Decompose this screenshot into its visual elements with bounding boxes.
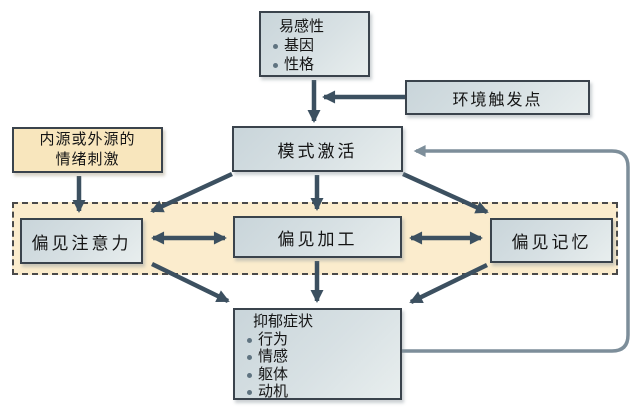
schema-activation-label: 模式激活 [277,141,358,161]
depression-symptoms-title: 抑郁症状 [253,314,314,330]
bullet-icon [247,372,252,378]
list-item: 性格 [271,56,360,75]
emotional-stimulus-line2: 情绪刺激 [55,152,120,168]
symptom-behavior: 行为 [258,331,289,348]
bullet-icon [247,337,252,343]
node-depression-symptoms: 抑郁症状 行为 情感 躯体 动机 [233,308,402,400]
list-item: 情感 [245,349,392,367]
arrow-memory-to-symptoms [409,262,488,305]
list-item: 躯体 [245,367,392,385]
node-vulnerability: 易感性 基因 性格 [259,11,370,77]
node-biased-attention: 偏见注意力 [20,218,143,264]
bullet-icon [247,390,252,396]
arrow-attention-to-symptoms [151,261,230,304]
node-environment-trigger: 环境触发点 [405,80,590,115]
emotional-stimulus-line1: 内源或外源的 [39,132,136,148]
bullet-icon [273,63,278,68]
list-item: 动机 [245,384,392,402]
vulnerability-bullet-genes: 基因 [284,38,315,54]
bullet-icon [247,355,252,361]
biased-processing-label: 偏见加工 [277,229,358,249]
arrow-symptoms-feedback-to-schema [402,145,630,353]
node-schema-activation: 模式激活 [232,126,403,172]
arrow-schema-to-attention [150,171,233,214]
arrow-schema-to-memory [402,171,489,215]
symptom-emotion: 情感 [258,349,289,365]
symptom-motivation: 动机 [258,384,289,400]
list-item: 行为 [245,332,392,350]
biased-attention-label: 偏见注意力 [31,233,132,253]
bullet-icon [273,44,278,49]
node-biased-memory: 偏见记忆 [490,218,613,263]
node-emotional-stimulus: 内源或外源的 情绪刺激 [12,127,163,173]
environment-trigger-label: 环境触发点 [452,91,543,109]
list-item: 基因 [271,37,360,56]
vulnerability-title: 易感性 [279,19,325,35]
vulnerability-bullet-personality: 性格 [284,57,315,73]
node-biased-processing: 偏见加工 [233,216,402,258]
biased-memory-label: 偏见记忆 [511,233,592,252]
symptom-somatic: 躯体 [258,366,289,383]
